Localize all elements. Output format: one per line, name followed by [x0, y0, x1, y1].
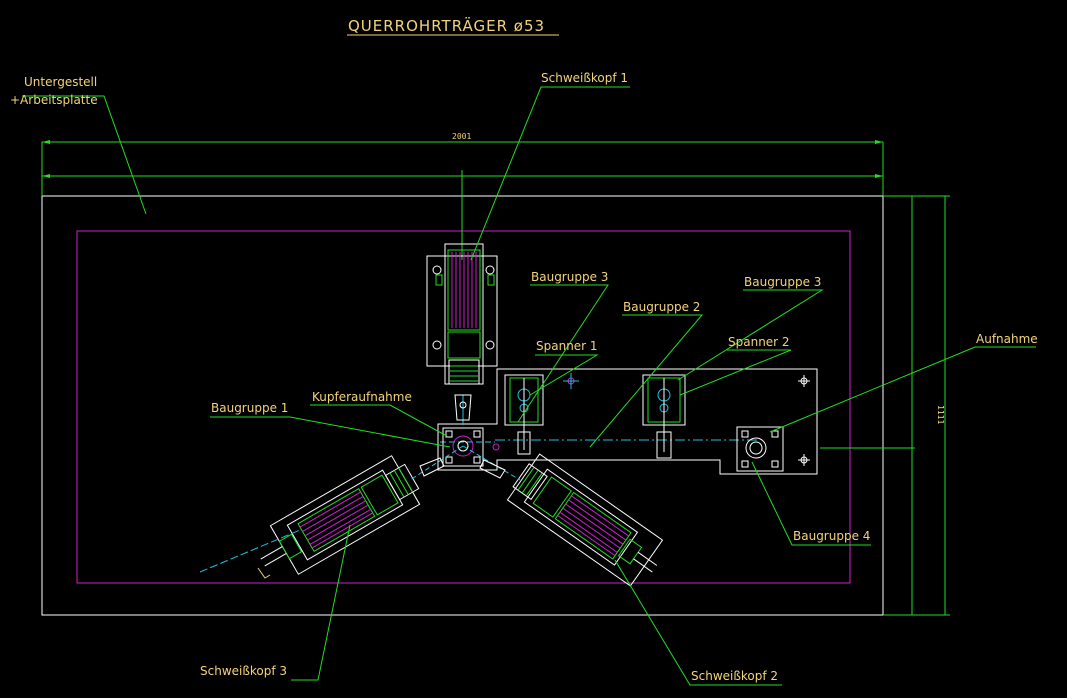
schweisskopf-2 [506, 453, 664, 587]
label-schweisskopf-3: Schweißkopf 3 [200, 664, 287, 678]
height-dimension [820, 195, 950, 616]
schweisskopf-3 [260, 455, 421, 575]
label-baugruppe-3-left: Baugruppe 3 [531, 270, 608, 284]
label-baugruppe-4: Baugruppe 4 [793, 529, 870, 543]
label-untergestell: Untergestell [24, 75, 97, 89]
work-plate [76, 230, 851, 584]
spanner-2-assembly [642, 374, 686, 459]
label-baugruppe-3-right: Baugruppe 3 [744, 275, 821, 289]
label-aufnahme: Aufnahme [976, 332, 1038, 346]
label-schweisskopf-2: Schweißkopf 2 [691, 669, 778, 683]
label-schweisskopf-1: Schweißkopf 1 [541, 71, 628, 85]
label-kupferaufnahme: Kupferaufnahme [312, 390, 412, 404]
spanner-1-assembly [504, 374, 544, 455]
kupferaufnahme-hub [442, 394, 484, 467]
label-spanner-1: Spanner 1 [536, 339, 598, 353]
baugruppe-4-block [736, 426, 784, 472]
cross-markers [492, 373, 810, 466]
schweisskopf-1 [426, 243, 498, 385]
label-baugruppe-2: Baugruppe 2 [623, 300, 700, 314]
hub-arms [409, 445, 521, 481]
leader-lines [22, 86, 1036, 686]
drawing-title: QUERROHRTRÄGER ø53 [348, 16, 545, 35]
label-baugruppe-1: Baugruppe 1 [211, 401, 288, 415]
label-spanner-2: Spanner 2 [728, 335, 790, 349]
fixture-plate [437, 368, 818, 475]
label-arbeitsplatte: +Arbeitsplatte [10, 93, 98, 107]
width-value: 2001 [452, 132, 471, 141]
width-dimension [41, 140, 884, 260]
height-value: 1111 [936, 405, 945, 424]
